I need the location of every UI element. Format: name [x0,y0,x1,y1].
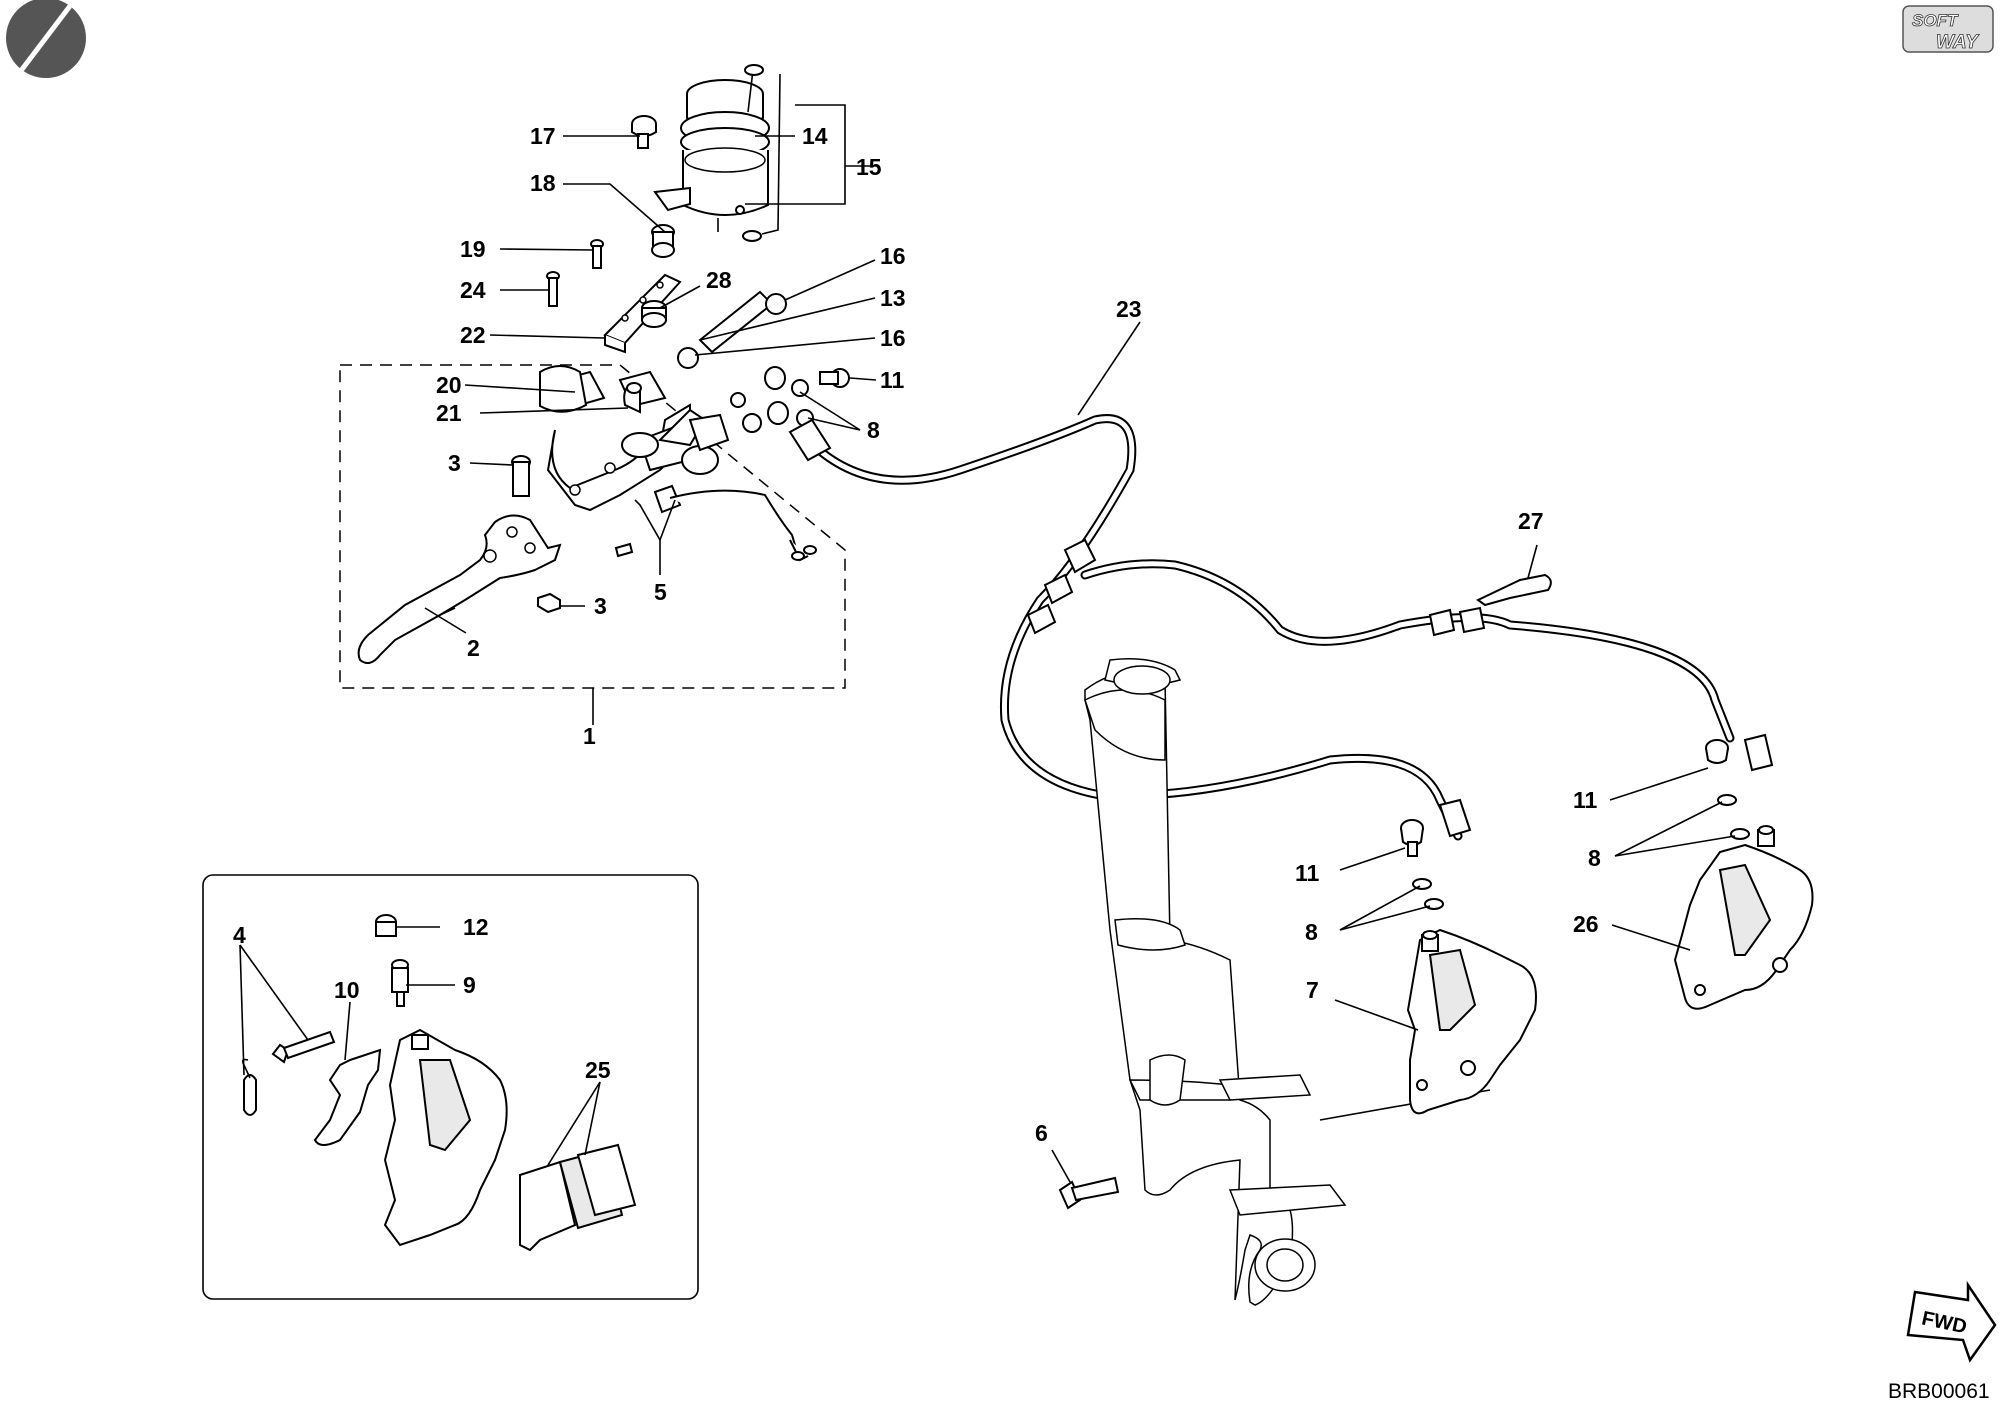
callout-14: 14 [802,123,828,149]
part-13-reservoir-hose [677,290,787,369]
callout-18: 18 [530,170,556,196]
callout-22: 22 [460,322,486,348]
part-19-screw [590,239,604,269]
part-9-bleed-valve [391,959,409,1007]
callout-4: 4 [233,922,246,948]
callout-labels: 17 18 19 24 22 28 20 21 3 3 2 5 1 14 15 … [233,123,1601,1146]
part-11-banjo-bolt-right-caliper [1705,739,1729,764]
inset-box-pads-kit [202,874,699,1300]
callout-11-upper: 11 [880,367,905,393]
part-8-washers-right-caliper [1717,794,1750,840]
callout-9: 9 [463,972,476,998]
callout-27: 27 [1518,508,1544,534]
svg-text:SOFT: SOFT [1912,11,1959,30]
callout-23: 23 [1116,296,1142,322]
part-8-washers-left-caliper [1412,878,1444,910]
callout-16-upper: 16 [880,243,906,269]
part-3-pivot-nut [537,592,561,614]
callout-8-upper: 8 [867,417,880,443]
part-11-banjo-bolt-left-caliper [1400,819,1424,857]
part-8-sealing-washers-upper [730,366,814,433]
callout-25: 25 [585,1057,611,1083]
inset-caliper-outline [383,1028,508,1247]
callout-13: 13 [880,285,906,311]
part-5-brake-light-switch [614,484,817,562]
part-25-brake-pads [519,1143,637,1252]
callout-17: 17 [530,123,556,149]
forward-direction-icon: FWD [1906,1280,1997,1363]
master-cylinder-body [539,365,730,512]
svg-text:WAY: WAY [1936,32,1980,53]
callout-26: 26 [1573,911,1599,937]
callout-10: 10 [334,977,360,1003]
part-17-bolt [631,115,657,149]
callout-15: 15 [856,154,882,180]
callout-6: 6 [1035,1120,1048,1146]
callout-5: 5 [654,579,667,605]
part-10-pad-spring [313,1048,382,1146]
callout-3-upper: 3 [448,450,461,476]
callout-12: 12 [463,914,489,940]
part-26-right-brake-caliper [1673,825,1814,1010]
page-badge-icon [6,0,86,78]
callout-19: 19 [460,236,486,262]
callout-11-right-caliper: 11 [1573,787,1598,813]
callout-8-right-caliper: 8 [1588,845,1601,871]
part-27-hose-clip [1476,573,1552,607]
part-3-pivot-bolt [511,455,531,497]
callout-2: 2 [467,635,480,661]
part-12-bleed-cap [375,914,397,937]
part-18-grommet [651,224,675,258]
part-2-brake-lever [357,514,562,665]
brake-fluid-reservoir [653,64,770,242]
callout-28: 28 [706,267,732,293]
callout-8-left-caliper: 8 [1305,919,1318,945]
softway-logo: SOFT WAY [1902,5,1994,53]
part-28-grommet [641,300,667,328]
callout-20: 20 [436,372,462,398]
callout-1: 1 [583,723,596,749]
callout-11-left-caliper: 11 [1295,860,1320,886]
part-6-caliper-bolt [1058,1176,1120,1210]
leader-lines [239,73,1736,1183]
part-4-pin-and-clip [241,1030,336,1116]
callout-3-lower: 3 [594,593,607,619]
callout-24: 24 [460,277,486,303]
callout-7: 7 [1306,977,1319,1003]
assembly-1-dashed-outline [339,364,846,689]
part-24-screw [546,271,560,307]
part-11-banjo-bolt-upper [819,368,850,388]
part-23-brake-hose-assembly [788,414,1774,841]
part-7-left-brake-caliper [1406,928,1537,1115]
callout-16-lower: 16 [880,325,906,351]
callout-21: 21 [436,400,462,426]
drawing-code: BRB00061 [1888,1380,1990,1403]
front-fork-leg [1084,658,1491,1306]
